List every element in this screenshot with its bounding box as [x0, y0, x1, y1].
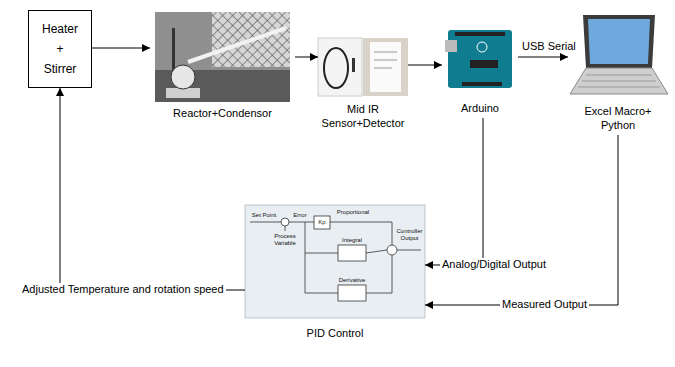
photo-ground — [155, 12, 290, 102]
signal-line — [330, 222, 392, 223]
laptop-base — [570, 68, 668, 94]
pid-node: PID Control — [245, 205, 425, 341]
signal-line — [305, 222, 306, 293]
caption-label: PID Control — [245, 326, 425, 340]
block-label: Controller Output — [395, 228, 424, 242]
block-label: Process Variable — [268, 233, 302, 247]
connector-label: Measured Output — [500, 298, 589, 311]
signal-line — [285, 226, 286, 231]
caption-label: Mid IR Sensor+Detector — [313, 102, 413, 130]
laptop-screen — [588, 19, 650, 64]
caption-label: Arduino — [442, 101, 518, 115]
signal-line — [397, 250, 421, 251]
signal-line — [366, 293, 392, 294]
signal-line — [392, 222, 393, 245]
usb-port — [445, 40, 457, 52]
keyboard-row — [578, 87, 660, 88]
process-box: Heater + Stirrer — [28, 10, 92, 88]
signal-line — [392, 255, 393, 293]
detector-card — [370, 42, 401, 92]
summing-junction — [387, 245, 397, 255]
block-label: Proportional — [333, 209, 373, 216]
box-label: Heater + Stirrer — [40, 19, 80, 79]
derivative-block — [338, 285, 366, 301]
gain-block — [314, 216, 330, 229]
signal-line — [289, 222, 314, 223]
flask — [171, 65, 195, 89]
signal-line — [305, 253, 338, 254]
chip — [470, 60, 498, 68]
connector-arrow — [92, 48, 150, 49]
arduino-photo — [445, 30, 512, 88]
sensor-photo — [318, 38, 408, 96]
reactor-photo — [155, 12, 290, 102]
connector-arrow — [425, 135, 618, 305]
reactor-node: Reactor+Condensor — [150, 12, 295, 121]
arduino-board — [448, 30, 512, 88]
card-line — [374, 60, 397, 61]
keyboard-row — [586, 75, 652, 76]
laptop-screen-frame — [583, 15, 655, 68]
pid-block-diagram — [245, 205, 425, 318]
sensor-probe — [352, 58, 355, 72]
laptop-picture — [570, 15, 668, 94]
sensor-cable — [324, 48, 348, 88]
detector-panel — [363, 38, 408, 96]
pin-header — [462, 82, 502, 86]
signal-line — [305, 293, 338, 294]
connector-arrow — [518, 57, 568, 58]
summing-junction — [281, 218, 289, 226]
arduino-node: Arduino — [442, 22, 518, 116]
connector-arrow — [425, 118, 483, 265]
signal-line — [366, 250, 387, 253]
block-label: Error — [290, 212, 310, 219]
connector-arrow — [295, 57, 318, 58]
block-label: Integral — [336, 237, 368, 244]
connector-label: Analog/Digital Output — [440, 258, 548, 271]
pin-header — [455, 32, 505, 36]
signal-line — [250, 222, 281, 223]
caption-label: Reactor+Condensor — [150, 106, 295, 120]
integral-block — [338, 245, 366, 261]
pid-panel — [245, 205, 425, 318]
block-label: Kp — [315, 219, 329, 226]
connector-label: Adjusted Temperature and rotation speed — [20, 283, 226, 296]
block-label: Set Point — [250, 212, 278, 219]
card-line — [374, 52, 397, 53]
sensor-node: Mid IR Sensor+Detector — [318, 38, 408, 131]
condenser — [188, 28, 286, 62]
caption-label: Excel Macro+ Python — [578, 104, 658, 132]
block-label: Derivative — [336, 277, 368, 284]
logo — [477, 42, 487, 52]
connector-arrow — [408, 65, 442, 66]
laptop-node: Excel Macro+ Python — [568, 12, 668, 133]
connector-label: USB Serial — [520, 40, 578, 53]
keyboard-row — [582, 81, 656, 82]
sensor-panel — [318, 38, 362, 96]
card-line — [374, 68, 392, 69]
